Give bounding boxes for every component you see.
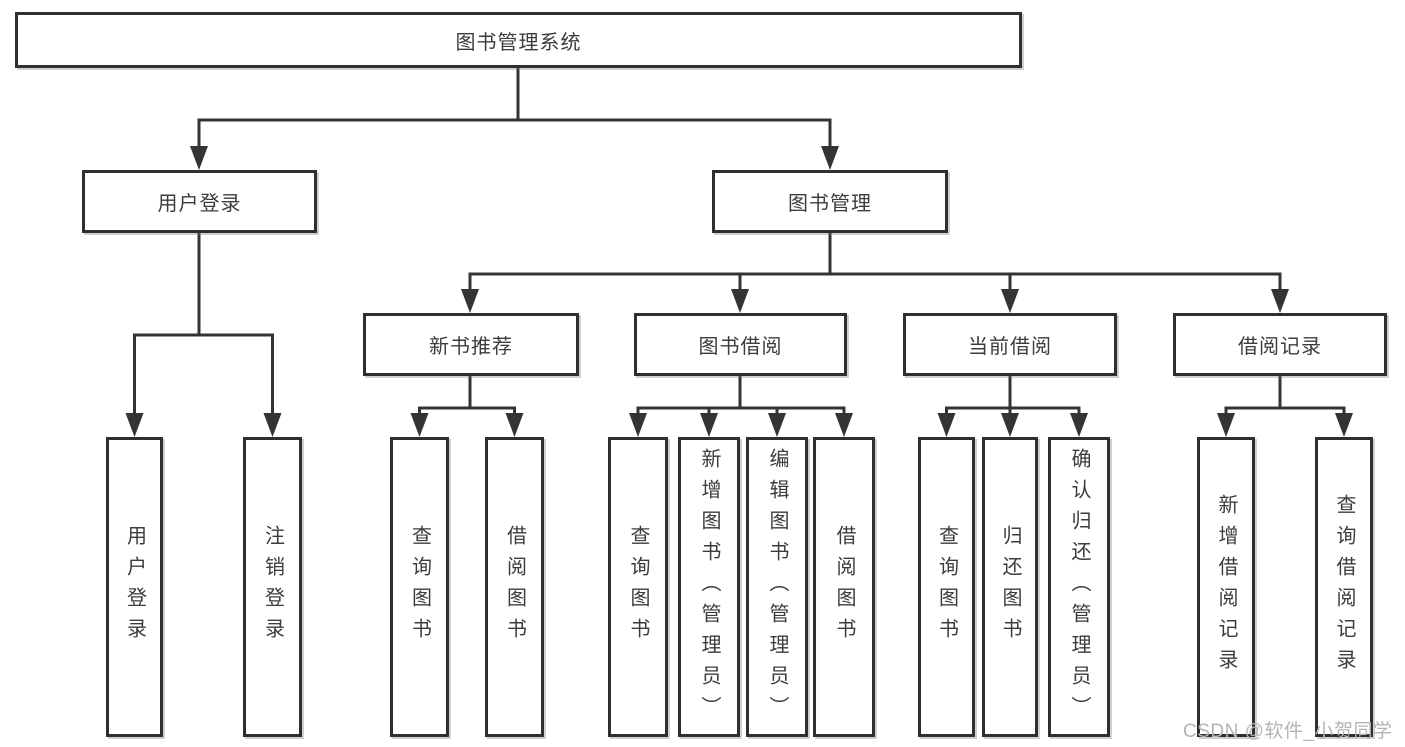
leaf-query-borrow-record-label: 查询借阅记录 bbox=[1333, 494, 1355, 680]
node-book-borrow: 图书借阅 bbox=[634, 313, 847, 376]
leaf-add-books-admin-label: 新增图书（管理员） bbox=[698, 447, 720, 727]
leaf-user-login: 用户登录 bbox=[106, 437, 163, 737]
leaf-user-login-label: 用户登录 bbox=[123, 525, 146, 649]
leaf-query-books-recommend-label: 查询图书 bbox=[408, 525, 431, 649]
leaf-return-books-label: 归还图书 bbox=[999, 525, 1021, 649]
leaf-return-books: 归还图书 bbox=[982, 437, 1038, 737]
leaf-logout: 注销登录 bbox=[243, 437, 302, 737]
leaf-add-books-admin: 新增图书（管理员） bbox=[678, 437, 740, 737]
leaf-confirm-return-admin-label: 确认归还（管理员） bbox=[1068, 447, 1090, 727]
csdn-watermark: CSDN @软件_小贺同学 bbox=[1183, 721, 1393, 742]
leaf-query-books-current-label: 查询图书 bbox=[935, 525, 958, 649]
node-book-management: 图书管理 bbox=[712, 170, 948, 233]
node-current-borrow: 当前借阅 bbox=[903, 313, 1117, 376]
leaf-query-borrow-record: 查询借阅记录 bbox=[1315, 437, 1373, 737]
node-new-book-recommend: 新书推荐 bbox=[363, 313, 579, 376]
node-borrow-records: 借阅记录 bbox=[1173, 313, 1387, 376]
leaf-add-borrow-record-label: 新增借阅记录 bbox=[1215, 494, 1237, 680]
leaf-borrow-books-recommend: 借阅图书 bbox=[485, 437, 544, 737]
arrowheads bbox=[125, 146, 1353, 437]
leaf-confirm-return-admin: 确认归还（管理员） bbox=[1048, 437, 1110, 737]
leaf-borrow-books-label: 借阅图书 bbox=[833, 525, 855, 649]
leaf-query-books-borrow: 查询图书 bbox=[608, 437, 668, 737]
leaf-edit-books-admin: 编辑图书（管理员） bbox=[746, 437, 808, 737]
leaf-edit-books-admin-label: 编辑图书（管理员） bbox=[766, 447, 788, 727]
node-user-login: 用户登录 bbox=[82, 170, 317, 233]
leaf-query-books-borrow-label: 查询图书 bbox=[627, 525, 649, 649]
leaf-borrow-books-recommend-label: 借阅图书 bbox=[503, 525, 526, 649]
leaf-query-books-recommend: 查询图书 bbox=[390, 437, 449, 737]
leaf-borrow-books: 借阅图书 bbox=[813, 437, 875, 737]
leaf-query-books-current: 查询图书 bbox=[918, 437, 975, 737]
leaf-add-borrow-record: 新增借阅记录 bbox=[1197, 437, 1255, 737]
leaf-logout-label: 注销登录 bbox=[261, 525, 284, 649]
node-root-system: 图书管理系统 bbox=[15, 12, 1022, 68]
